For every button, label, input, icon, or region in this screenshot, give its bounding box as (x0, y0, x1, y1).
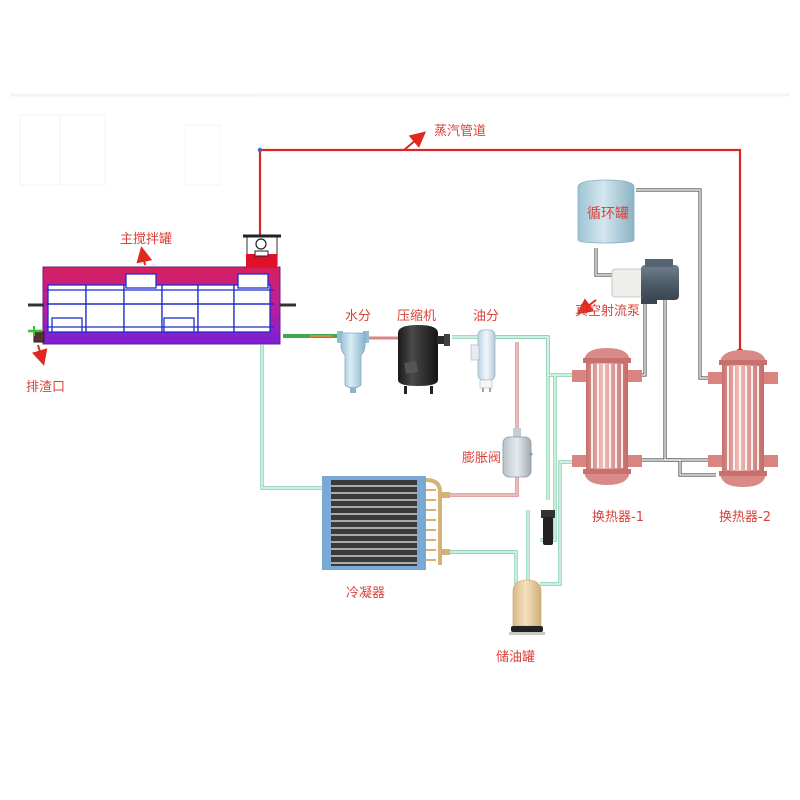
main-tank-label: 主搅拌罐 (120, 232, 173, 247)
vacuum-jet-pump-label: 真空射流泵 (575, 304, 641, 319)
circulation-tank (577, 179, 635, 244)
steam-label-arrow (403, 131, 427, 151)
heat-exchanger-1 (572, 348, 642, 485)
slag-outlet-label: 排渣口 (26, 380, 66, 395)
steam-pipe (258, 148, 742, 350)
slag-outlet (28, 326, 45, 343)
heat-exchanger-2 (708, 350, 778, 487)
condenser-label: 冷凝器 (346, 586, 386, 601)
oil-tank-label: 储油罐 (496, 650, 536, 665)
filter-drier (541, 510, 555, 545)
compressor-label: 压缩机 (397, 309, 437, 324)
pump-label-arrow (576, 298, 597, 315)
steam-pipe-label: 蒸汽管道 (434, 124, 487, 139)
steam-pipe-joint (257, 147, 263, 153)
main-stirring-tank (28, 234, 296, 345)
background-watermark (10, 93, 790, 186)
vacuum-jet-pump (611, 259, 679, 304)
compressor (398, 325, 450, 394)
oil-separator (470, 329, 496, 392)
heat-exchanger-2-label: 换热器-2 (719, 510, 771, 525)
circulation-tank-label: 循环罐 (587, 206, 629, 222)
oil-separator-label: 油分 (473, 309, 500, 324)
water-separator-label: 水分 (345, 309, 372, 324)
expansion-valve-label: 膨胀阀 (462, 451, 502, 466)
water-separator (337, 331, 369, 393)
liquid-line (440, 342, 519, 497)
tank-label-arrow (136, 246, 153, 266)
expansion-valve (502, 428, 533, 478)
heat-exchanger-1-label: 换热器-1 (592, 510, 644, 525)
condenser (322, 476, 450, 570)
oil-storage-tank (509, 579, 545, 635)
slag-label-arrow (31, 344, 48, 366)
